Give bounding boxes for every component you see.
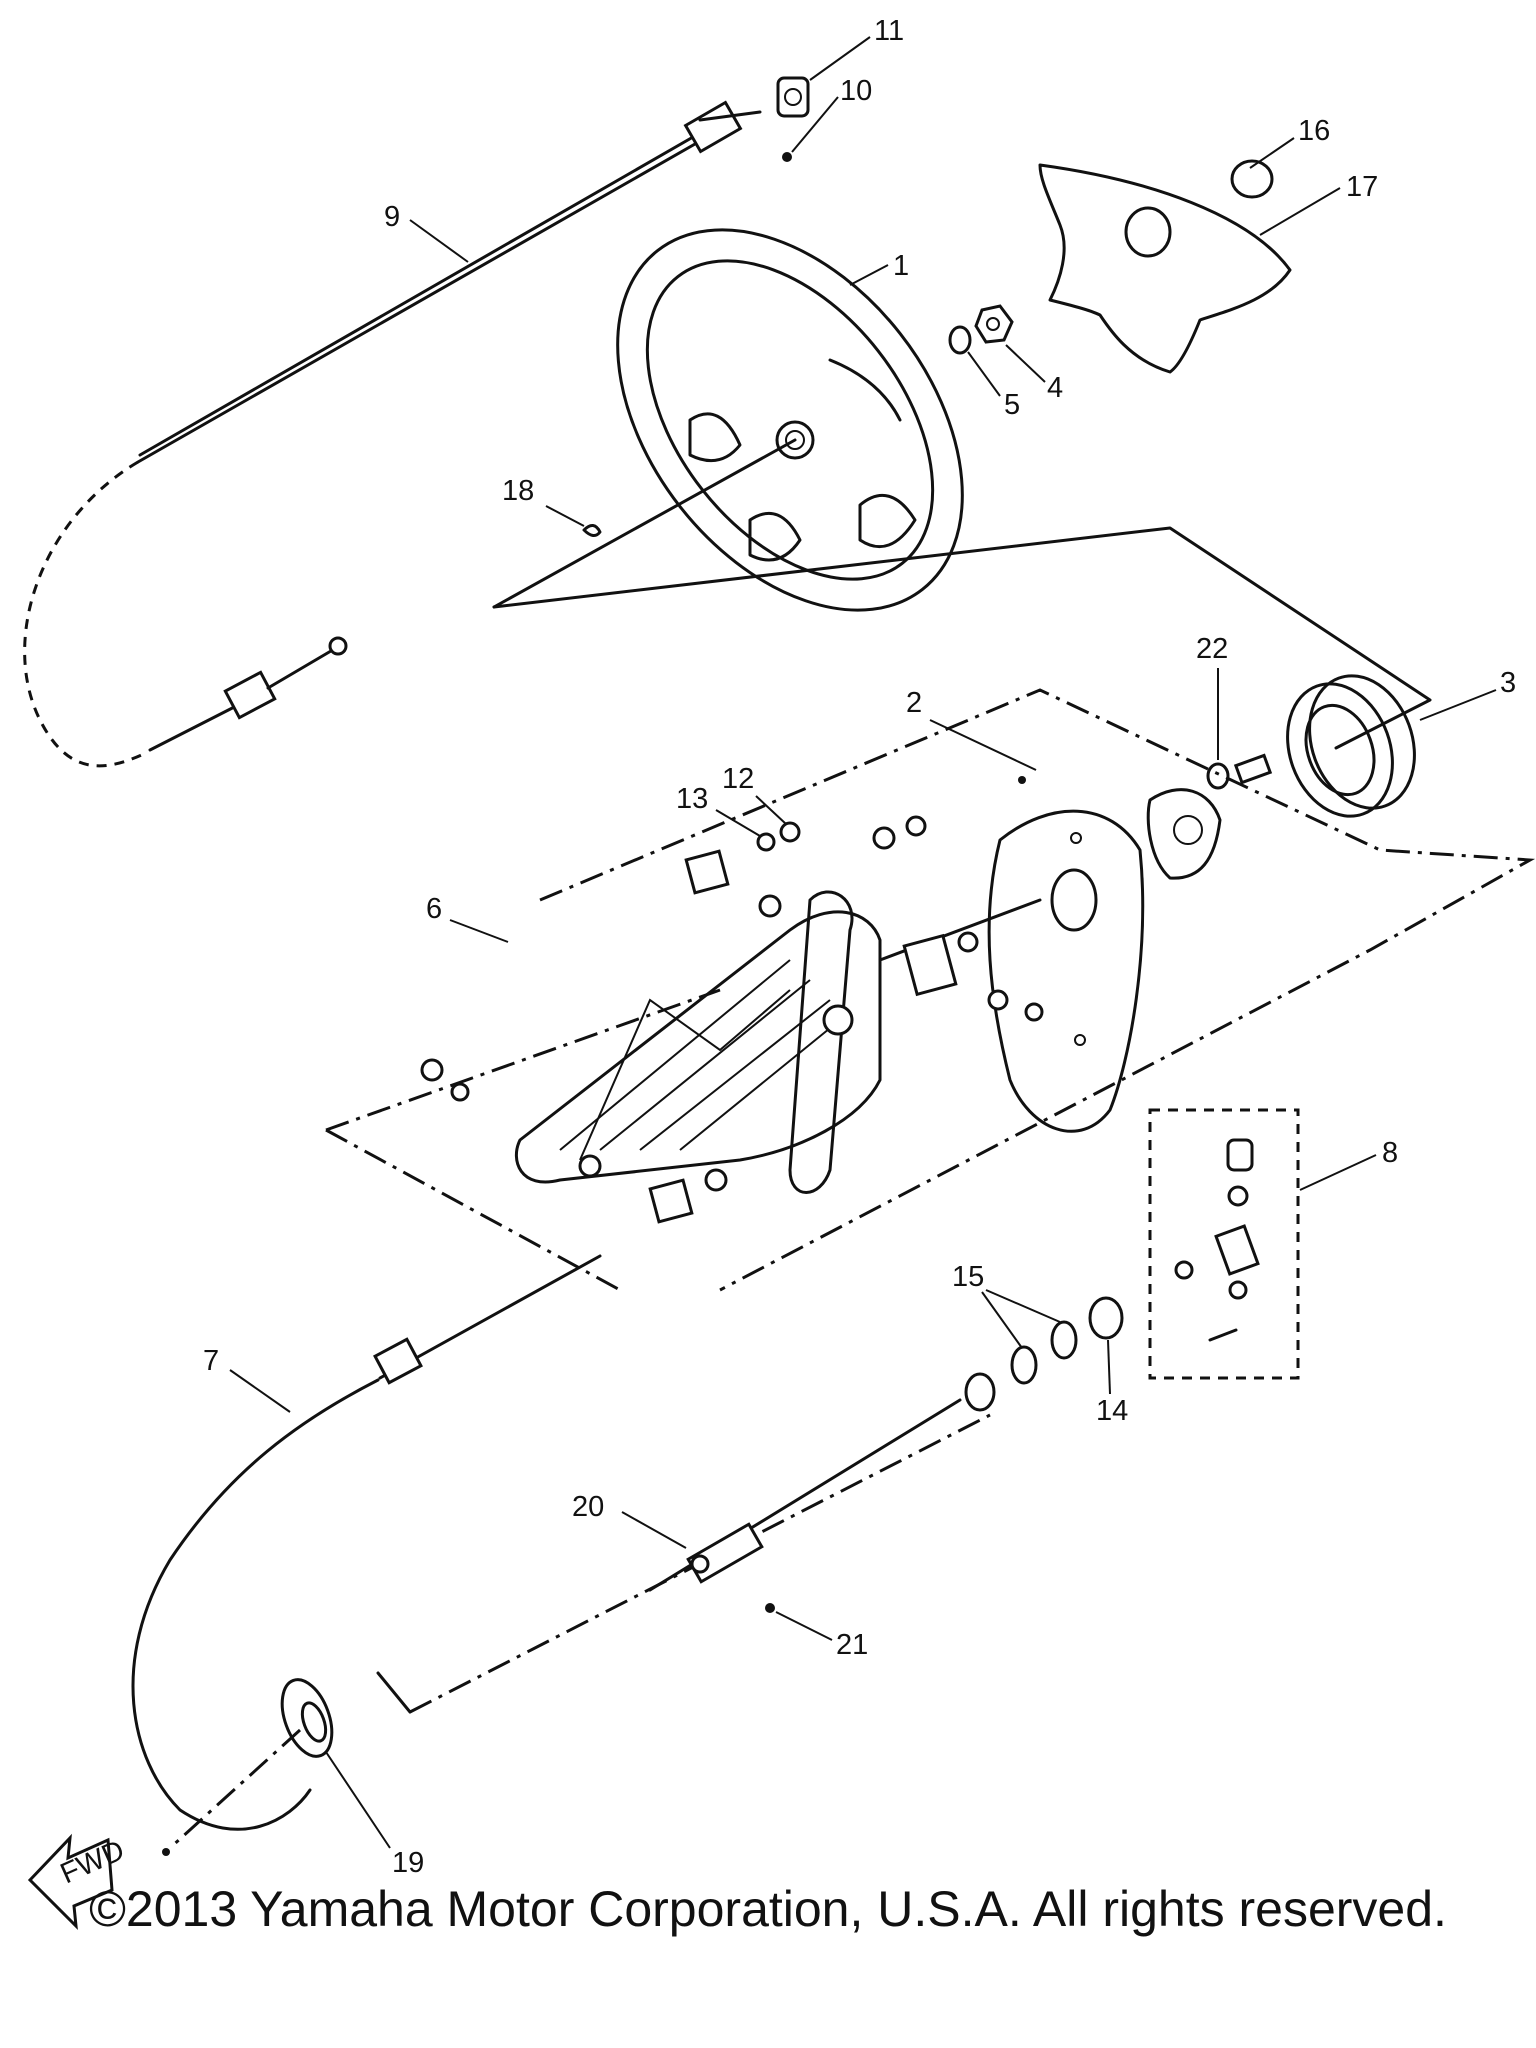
callout-7: 7 (203, 1345, 219, 1377)
part-4-nut (974, 304, 1014, 344)
part-21-screw (765, 1603, 775, 1613)
copyright-notice: ©2013 Yamaha Motor Corporation, U.S.A. A… (89, 1881, 1447, 1937)
part-3-pulley (1286, 674, 1416, 818)
callout-5: 5 (1004, 389, 1020, 421)
callout-21: 21 (836, 1629, 868, 1661)
callout-17: 17 (1346, 171, 1378, 203)
part-7-cable (131, 1254, 991, 1831)
part-17-cover (1038, 163, 1292, 374)
part-8-joint-kit (1148, 1108, 1300, 1380)
part-9-cable (23, 100, 762, 768)
callout-6: 6 (426, 893, 442, 925)
part-6-steering-column (420, 849, 1044, 1224)
part-11-grommet (776, 76, 810, 118)
part-15-washers (1010, 1320, 1078, 1385)
callout-8: 8 (1382, 1137, 1398, 1169)
part-18-key (582, 524, 602, 537)
callout-19: 19 (392, 1847, 424, 1879)
callout-15: 15 (952, 1261, 984, 1293)
part-5-washer (948, 325, 972, 355)
callout-13: 13 (676, 783, 708, 815)
callout-4: 4 (1047, 372, 1063, 404)
part-12-nut (779, 821, 801, 843)
callout-16: 16 (1298, 115, 1330, 147)
part-20-sleeve (648, 1398, 962, 1592)
part-13-washer (756, 832, 776, 852)
callout-18: 18 (502, 475, 534, 507)
part-1-steering-wheel (616, 228, 964, 612)
part-19-grommet (280, 1678, 334, 1758)
callout-3: 3 (1500, 667, 1516, 699)
callout-22: 22 (1196, 633, 1228, 665)
callout-20: 20 (572, 1491, 604, 1523)
callouts: 1 2 3 4 5 6 7 8 9 10 11 12 13 14 15 16 (203, 15, 1516, 1879)
part-16-emblem (1230, 159, 1274, 199)
callout-12: 12 (722, 763, 754, 795)
part-14-nut (964, 1296, 1124, 1412)
callout-14: 14 (1096, 1395, 1128, 1427)
callout-10: 10 (840, 75, 872, 107)
callout-1: 1 (893, 250, 909, 282)
part-10-screw (782, 152, 792, 162)
callout-11: 11 (874, 15, 904, 47)
callout-9: 9 (384, 201, 400, 233)
part-22-washer (1206, 762, 1230, 790)
callout-2: 2 (906, 687, 922, 719)
part-2-mount-plate (987, 788, 1222, 1133)
